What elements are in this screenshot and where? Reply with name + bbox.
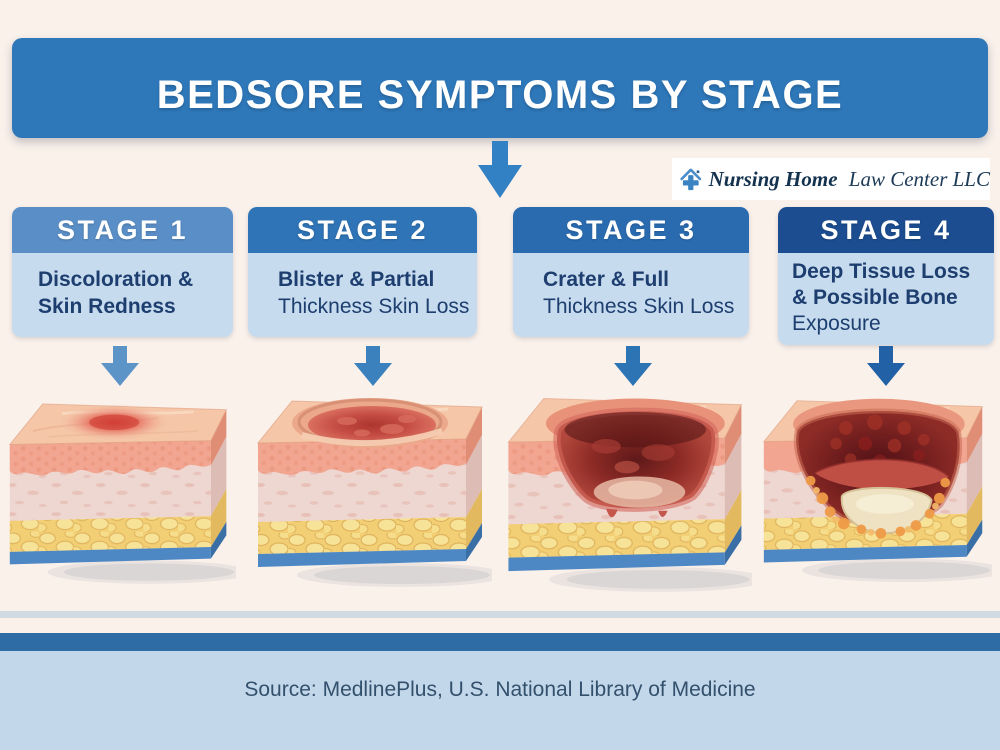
logo-text: Nursing Home Law Center LLC xyxy=(709,167,990,192)
stage-1-skin-illustration xyxy=(8,403,236,584)
stage-4-skin-illustration xyxy=(762,398,992,583)
divider-strip xyxy=(0,611,1000,618)
down-arrow-icon xyxy=(867,346,905,386)
stage-4-line: Deep Tissue Loss xyxy=(792,260,971,283)
logo: Nursing Home Law Center LLC xyxy=(672,158,990,200)
stage-3-line: Crater & Full xyxy=(543,268,670,291)
stage-1-card: STAGE 1 Discoloration & Skin Redness xyxy=(12,207,233,337)
source-text: Source: MedlinePlus, U.S. National Libra… xyxy=(244,678,756,701)
stage-3-wound-crater xyxy=(545,398,725,518)
page-title: BEDSORE SYMPTOMS BY STAGE xyxy=(156,72,844,117)
stage-2-wound-blister xyxy=(292,398,448,448)
down-arrow-icon xyxy=(614,346,652,386)
down-arrow-icon xyxy=(478,141,522,198)
title-banner: BEDSORE SYMPTOMS BY STAGE xyxy=(12,38,988,138)
stage-3-card: STAGE 3 Crater & Full Thickness Skin Los… xyxy=(513,207,749,337)
stage-1-header: STAGE 1 xyxy=(12,207,233,253)
stage-2-line: Thickness Skin Loss xyxy=(278,295,470,318)
logo-name-regular: Law Center LLC xyxy=(848,166,990,191)
stage-1-description: Discoloration & Skin Redness xyxy=(12,253,233,337)
down-arrow-icon xyxy=(354,346,392,386)
stage-4-wound-deep xyxy=(793,398,965,539)
stage-4-line: & Possible Bone xyxy=(792,286,958,309)
logo-name-bold: Nursing Home xyxy=(708,166,838,191)
stage-2-header: STAGE 2 xyxy=(248,207,477,253)
stage-2-description: Blister & Partial Thickness Skin Loss xyxy=(248,253,477,337)
stage-4-line: Exposure xyxy=(792,312,881,335)
stage-1-line: Discoloration & xyxy=(38,268,194,291)
stage-3-description: Crater & Full Thickness Skin Loss xyxy=(513,253,749,337)
stage-3-header: STAGE 3 xyxy=(513,207,749,253)
stage-3-line: Thickness Skin Loss xyxy=(543,295,735,318)
down-arrow-icon xyxy=(101,346,139,386)
footer: Source: MedlinePlus, U.S. National Libra… xyxy=(0,651,1000,750)
stage-1-wound-redness xyxy=(58,403,171,441)
stage-2-line: Blister & Partial xyxy=(278,268,435,291)
stage-3-skin-illustration xyxy=(507,397,752,592)
house-medical-cross-icon xyxy=(680,168,702,191)
stage-2-skin-illustration xyxy=(256,398,492,587)
stage-4-description: Deep Tissue Loss & Possible Bone Exposur… xyxy=(778,253,994,345)
stage-4-header: STAGE 4 xyxy=(778,207,994,253)
stage-4-card: STAGE 4 Deep Tissue Loss & Possible Bone… xyxy=(778,207,994,345)
stage-2-card: STAGE 2 Blister & Partial Thickness Skin… xyxy=(248,207,477,337)
footer-accent-bar xyxy=(0,633,1000,651)
stage-1-line: Skin Redness xyxy=(38,295,176,318)
